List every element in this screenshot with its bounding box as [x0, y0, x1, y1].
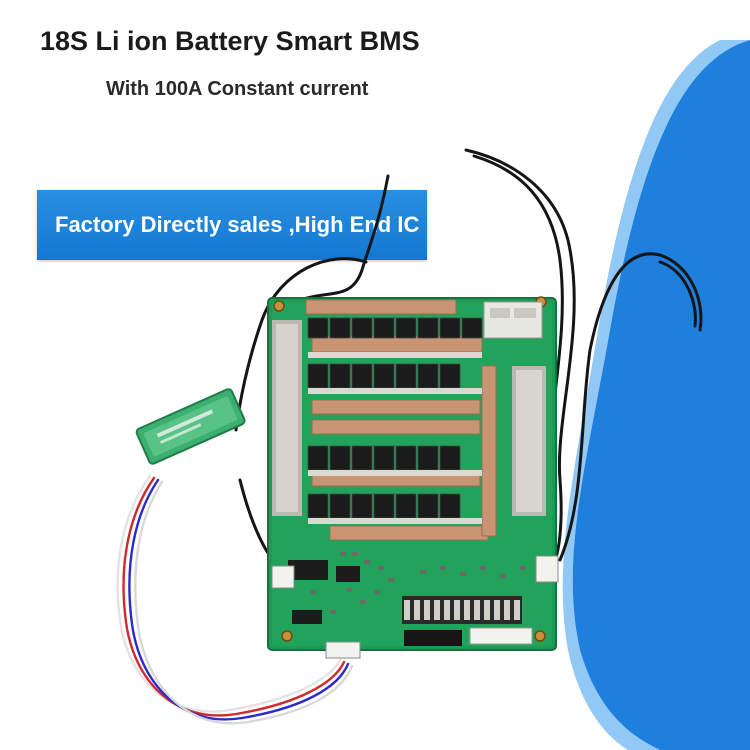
- mosfet-rows: [307, 317, 483, 519]
- promo-banner-text: Factory Directly sales ,High End IC: [55, 212, 420, 237]
- pcb-board: [267, 296, 559, 659]
- control-section: [288, 552, 533, 646]
- promo-banner: Factory Directly sales ,High End IC: [37, 190, 427, 260]
- page-title: 18S Li ion Battery Smart BMS: [40, 26, 420, 56]
- page-subtitle: With 100A Constant current: [106, 78, 369, 100]
- balance-module: [135, 388, 246, 465]
